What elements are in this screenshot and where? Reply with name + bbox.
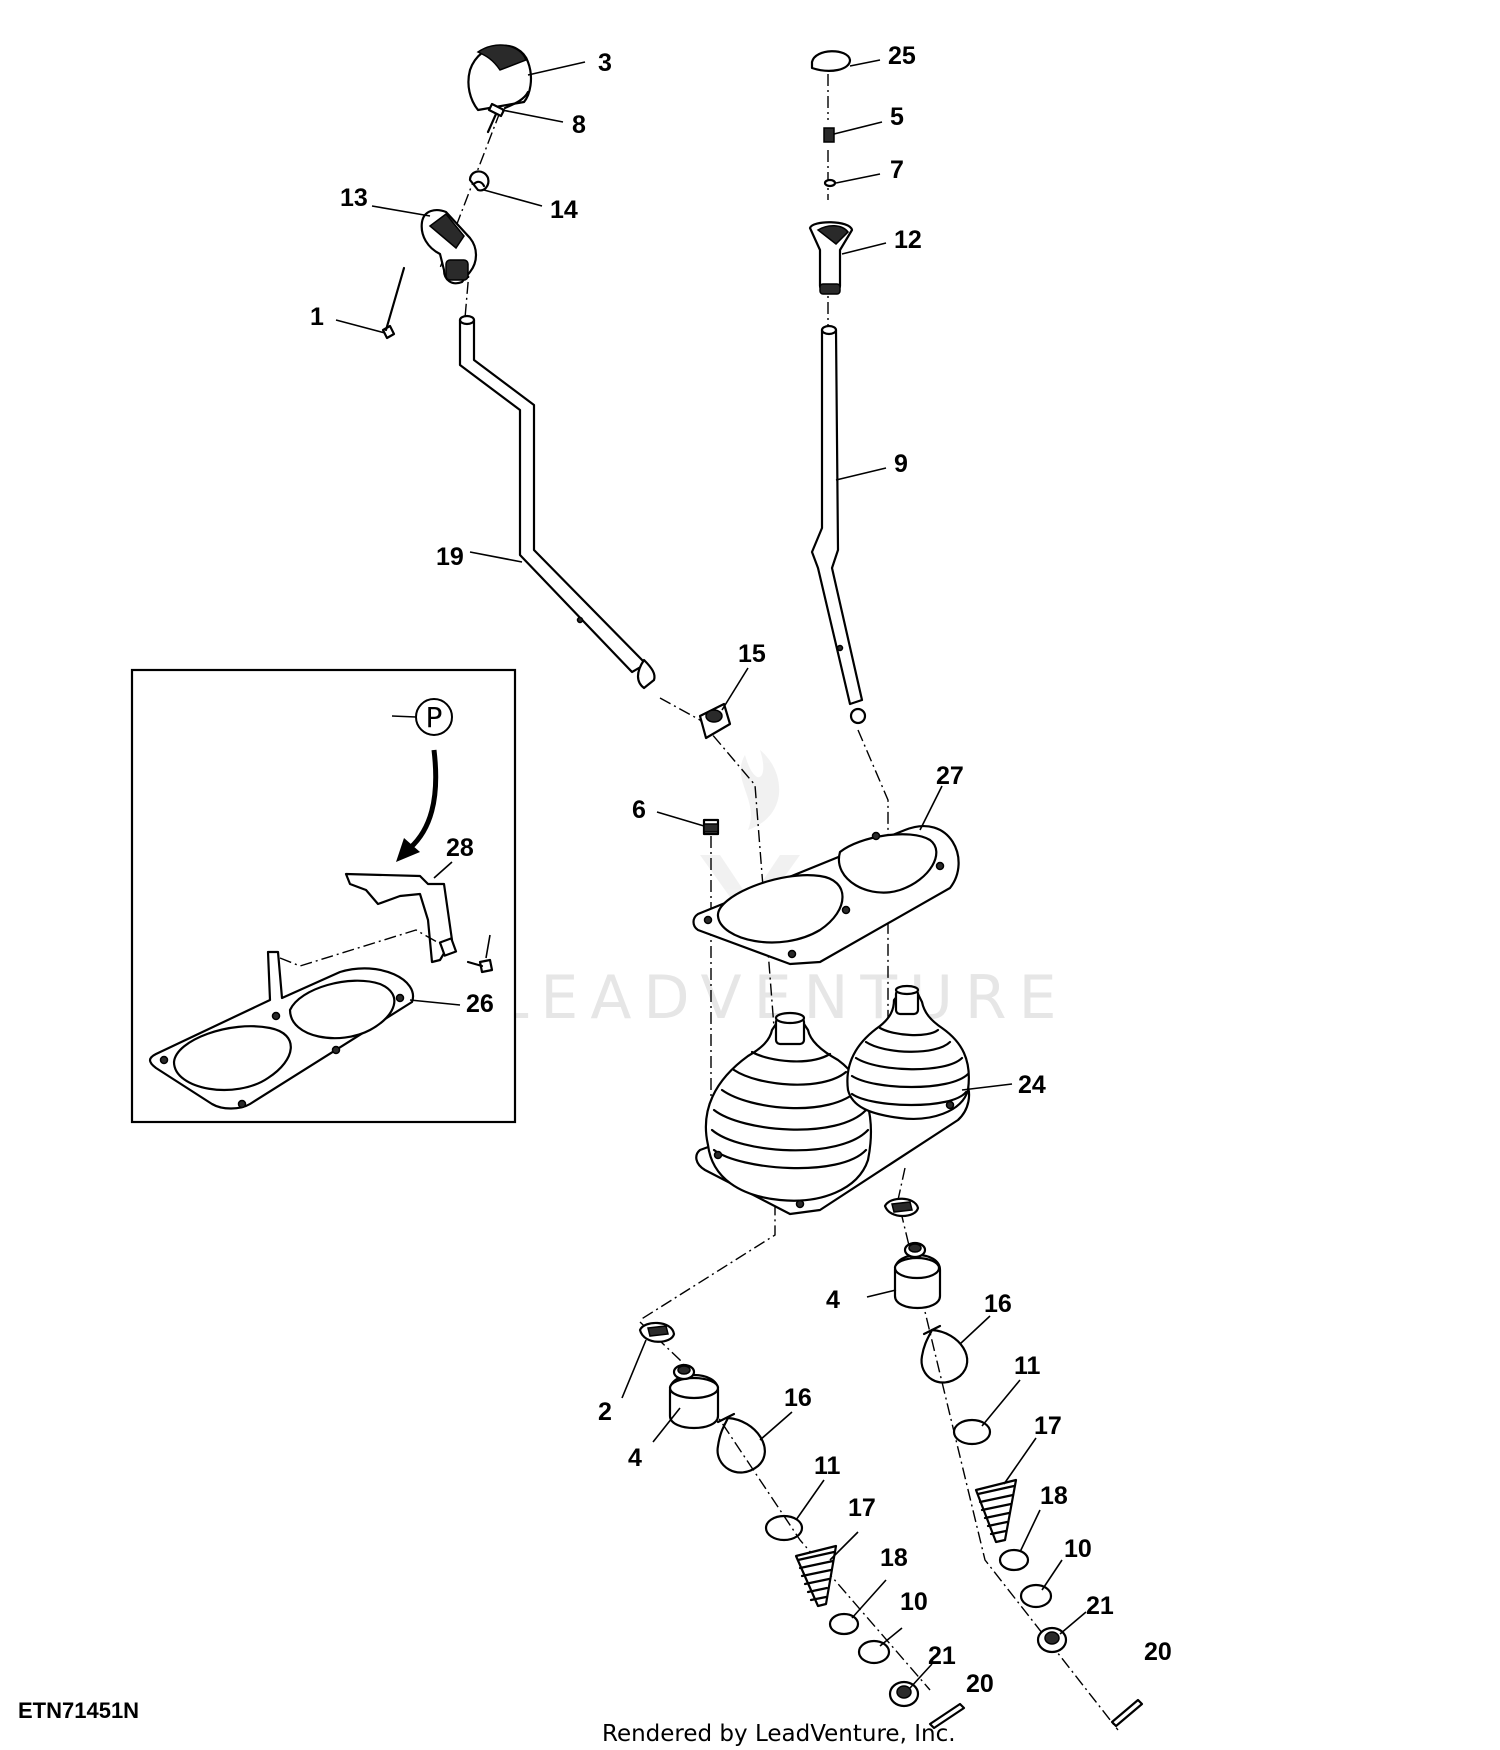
ring-18-right [998, 1548, 1030, 1572]
callout-15: 15 [738, 640, 766, 668]
knob-12 [808, 221, 854, 295]
bolt-6 [702, 818, 720, 1140]
inset-box: P [130, 668, 517, 1124]
callout-14: 14 [550, 196, 578, 224]
ring-11-right [952, 1418, 992, 1446]
cap-21-left [888, 1680, 920, 1708]
callout-2: 2 [598, 1398, 612, 1426]
clamp-right [883, 1197, 920, 1218]
callout-10-right: 10 [1064, 1535, 1092, 1563]
boot-22 [695, 984, 971, 1216]
callout-11-left: 11 [814, 1452, 841, 1480]
callout-20-right: 20 [1144, 1638, 1172, 1666]
callout-24: 26 [466, 990, 494, 1018]
callout-21-left: 21 [928, 1642, 956, 1670]
callout-7: 7 [890, 156, 904, 184]
callout-8: 8 [572, 111, 586, 139]
handle-13 [420, 209, 478, 285]
bracket-26 [344, 872, 458, 964]
callout-16-left: 16 [784, 1384, 812, 1412]
callout-19: 19 [436, 543, 464, 571]
plate-24 [148, 950, 415, 1110]
ring-11-left [764, 1514, 804, 1542]
screw-8 [486, 102, 506, 134]
bushing-15 [698, 702, 732, 740]
callout-12: 12 [894, 226, 922, 254]
callout-18-right: 18 [1040, 1482, 1068, 1510]
cap-21-right [1036, 1626, 1068, 1654]
ring-10-right [1019, 1583, 1053, 1609]
bushing-4-right [893, 1241, 942, 1309]
callout-11-right: 11 [1014, 1352, 1041, 1380]
callout-17-left: 17 [848, 1494, 876, 1522]
pin-20-right [1110, 1698, 1144, 1728]
spring-clip-16-left [716, 1412, 766, 1474]
callout-26: 28 [446, 834, 474, 862]
cap-23 [810, 50, 852, 72]
lever-9 [810, 324, 867, 725]
spring-17-right [974, 1478, 1018, 1544]
callout-13: 13 [340, 184, 368, 212]
callout-5: 5 [890, 103, 904, 131]
callout-4-right: 4 [826, 1286, 840, 1314]
callout-3: 3 [598, 49, 612, 77]
clamp-2 [638, 1321, 676, 1343]
callout-17-right: 17 [1034, 1412, 1062, 1440]
callout-18-left: 18 [880, 1544, 908, 1572]
pin-20-left [928, 1702, 966, 1730]
spring-17-left [794, 1544, 838, 1608]
callout-4-left: 4 [628, 1444, 642, 1472]
callouts: 3 8 14 13 1 25 5 7 12 9 19 15 6 27 24 28… [310, 42, 1172, 1698]
callout-1: 1 [310, 303, 324, 331]
callout-10-left: 10 [900, 1588, 928, 1616]
screw-5 [823, 127, 835, 143]
spring-clip-16-right [920, 1324, 969, 1384]
bushing-4-left [668, 1363, 720, 1429]
credit-line: Rendered by LeadVenture, Inc. [602, 1721, 956, 1747]
washer-7 [823, 178, 837, 188]
callout-6: 6 [632, 796, 646, 824]
plate-25 [692, 825, 960, 966]
park-symbol-letter: P [426, 701, 443, 734]
screw-1 [381, 266, 406, 340]
callout-22: 24 [1018, 1071, 1046, 1099]
lever-19 [458, 314, 656, 690]
park-symbol-28: P [415, 698, 453, 736]
knob-3 [467, 44, 533, 112]
clip-14 [468, 170, 490, 192]
leader-lines [335, 59, 1087, 1689]
callout-16-right: 16 [984, 1290, 1012, 1318]
screw-27 [466, 958, 494, 974]
ring-10-left [857, 1639, 891, 1665]
callout-21-right: 21 [1086, 1592, 1114, 1620]
callout-20-left: 20 [966, 1670, 994, 1698]
callout-9: 9 [894, 450, 908, 478]
figure-code: ETN71451N [18, 1698, 139, 1723]
callout-25: 27 [936, 762, 964, 790]
ring-18-left [828, 1612, 860, 1636]
callout-23: 25 [888, 42, 916, 70]
